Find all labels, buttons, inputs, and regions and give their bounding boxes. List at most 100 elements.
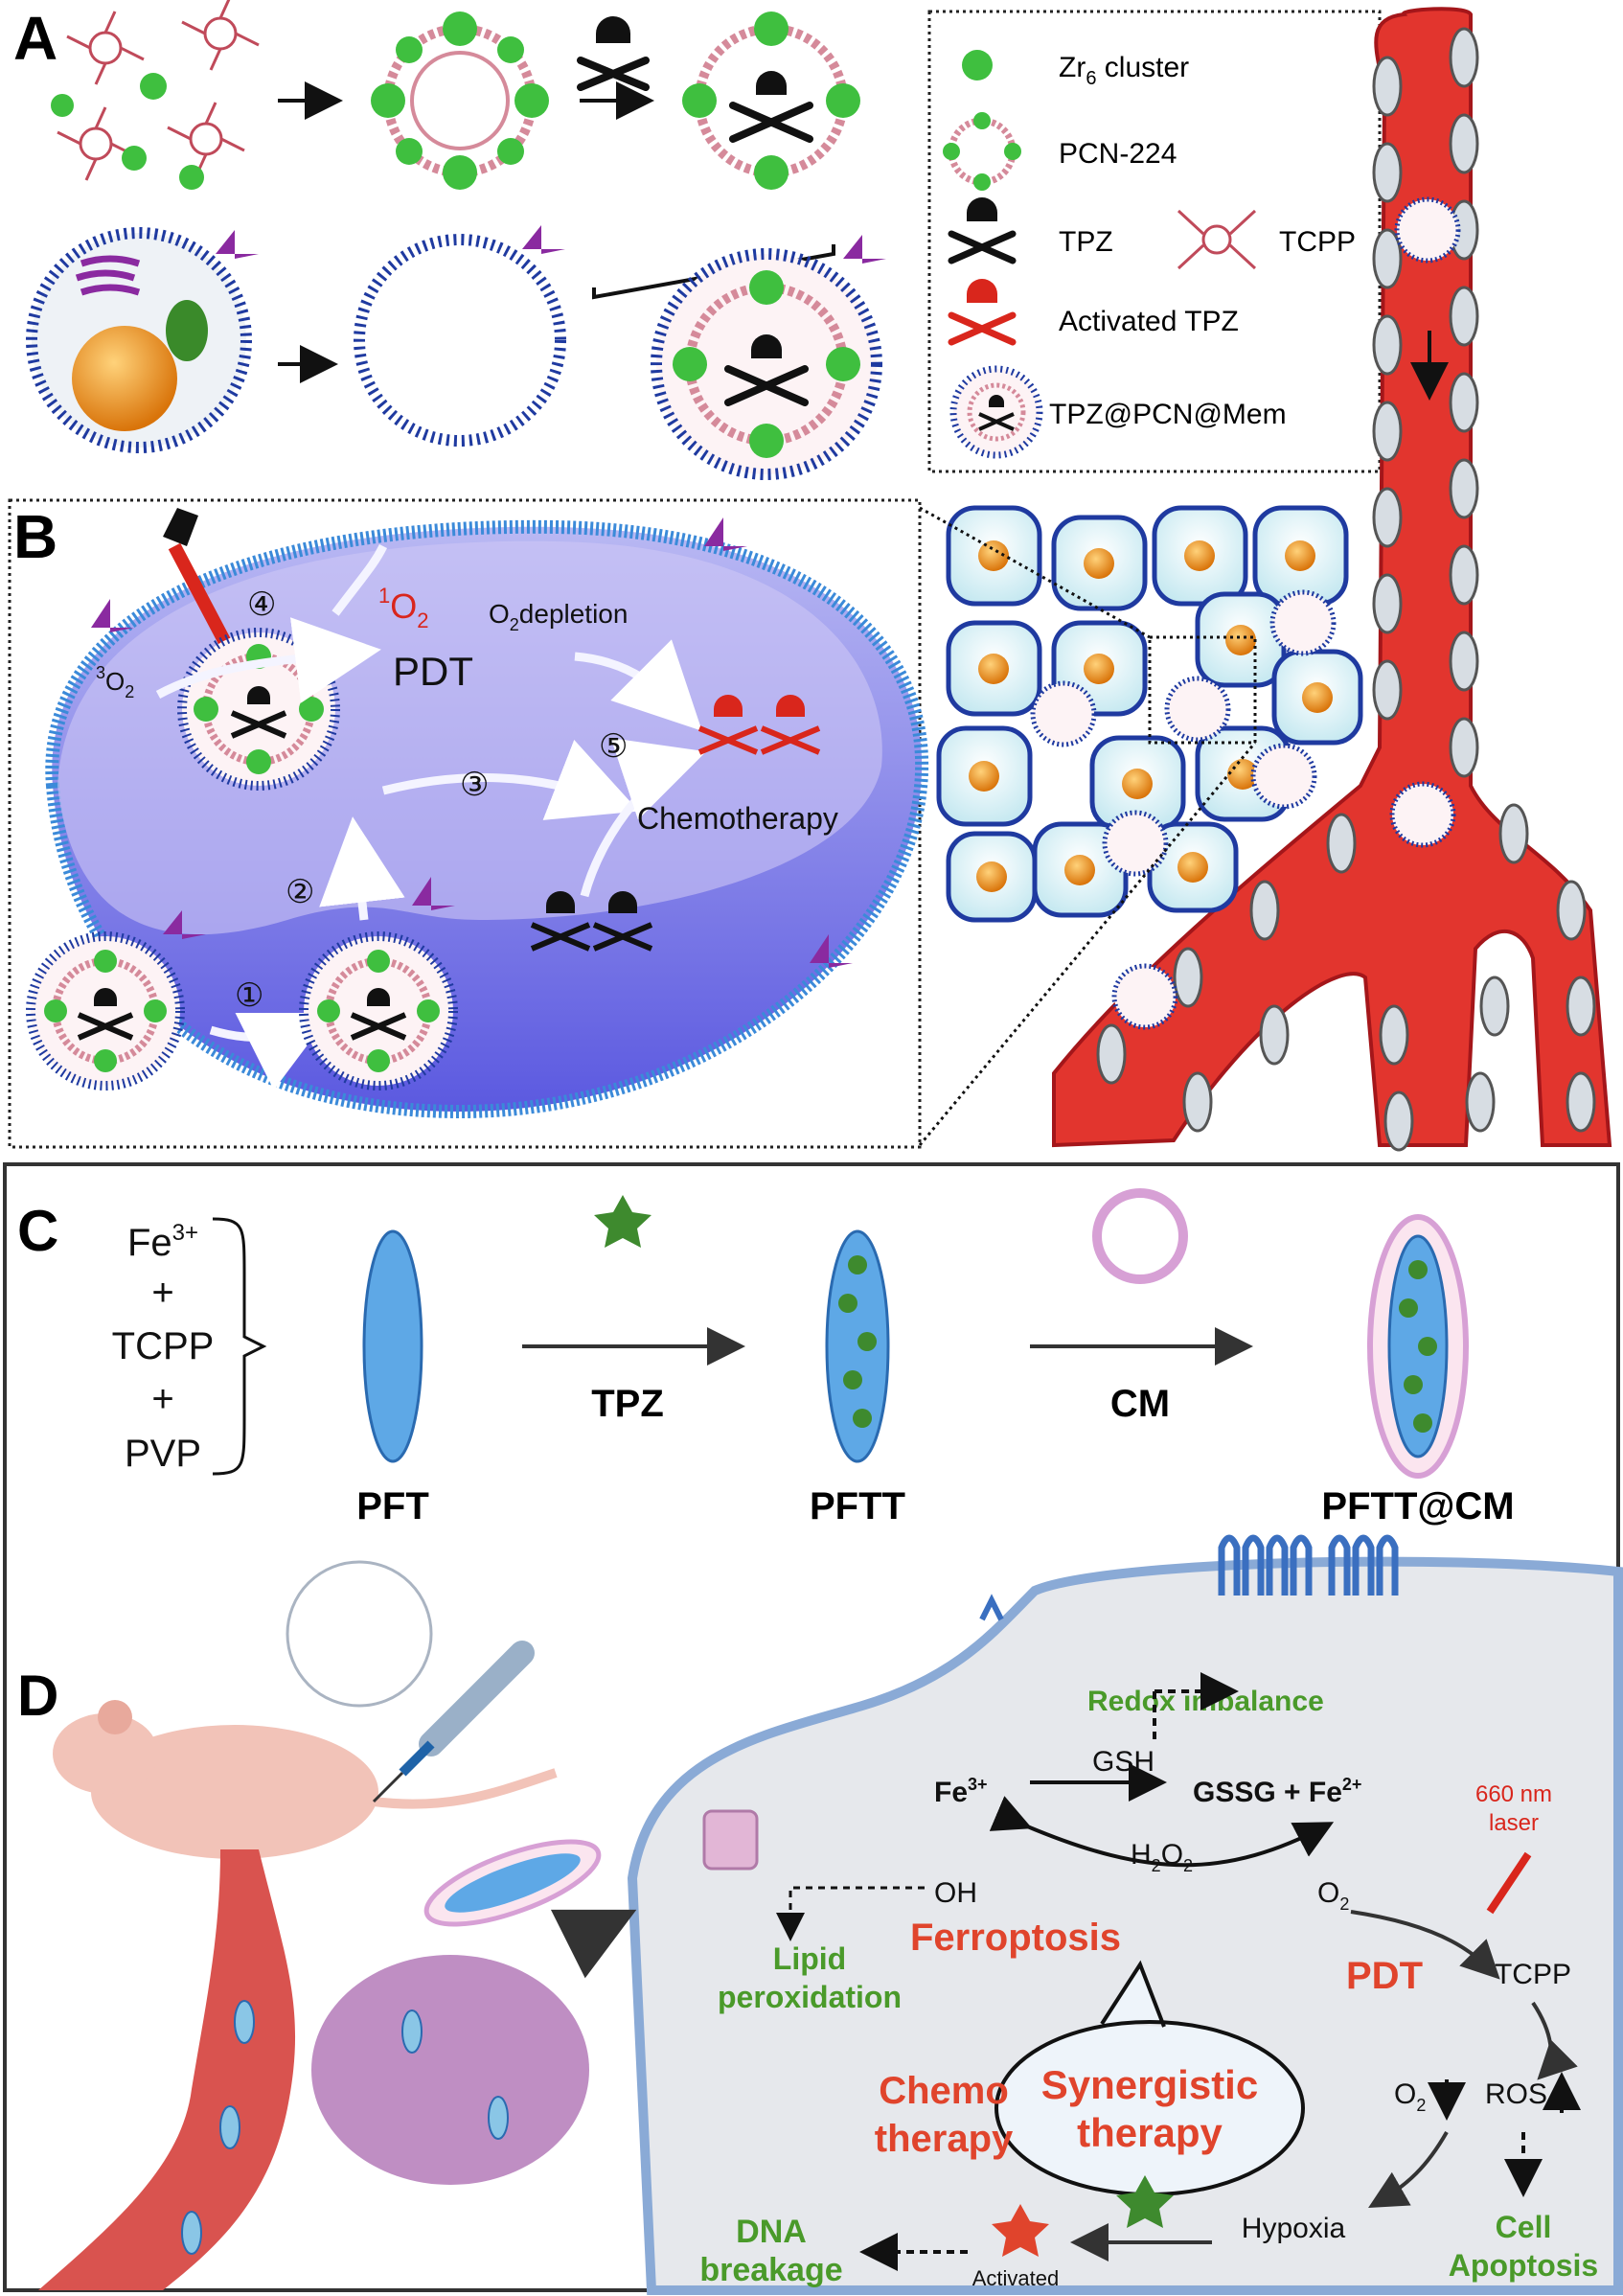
activated-tpz-icon <box>948 279 1017 346</box>
pftt-cm-label: PFTT@CM <box>1321 1485 1514 1527</box>
lipid-dashed-arrow <box>776 1886 925 1941</box>
large-nanorod <box>423 1839 602 1927</box>
legend-box: Zr6 cluster PCN-224 TPZ TCPP Activated T… <box>927 10 1382 473</box>
particle-outside <box>26 910 206 1091</box>
pftt-cm-nanorod <box>1367 1214 1469 1479</box>
panel-d-label: D <box>17 1664 58 1728</box>
o2-decrease: O2 <box>1394 2078 1426 2115</box>
triplet-oxygen: 3O2 <box>96 663 134 701</box>
o2-to-tcpp-arrow <box>1350 1910 1500 1980</box>
pftt-nanorod <box>825 1229 890 1463</box>
reagent-brace <box>212 1217 267 1476</box>
legend-tpz: TPZ <box>1059 226 1113 258</box>
fe3-ion: Fe3+ <box>934 1775 988 1808</box>
tpz-loaded-pcn <box>682 11 860 190</box>
pdt-label-d: PDT <box>1346 1955 1423 1997</box>
synergy-label-2: therapy <box>1077 2110 1223 2155</box>
chemo-label-2: therapy <box>875 2118 1014 2160</box>
syringe-icon <box>372 1641 535 1803</box>
entry-arrow <box>550 1909 637 1979</box>
panel-a-label: A <box>13 4 57 73</box>
redox-imbalance: Redox imbalance <box>1087 1686 1324 1717</box>
tpz-icon <box>948 197 1017 264</box>
fenton-arrow <box>989 1796 1335 1868</box>
laser-label-2: laser <box>1489 1810 1539 1836</box>
legend-tcpp: TCPP <box>1279 226 1356 258</box>
panel-c-label: C <box>17 1199 58 1263</box>
cell-membrane-vesicle <box>1092 1188 1188 1284</box>
panel-c: C Fe3+ + TCPP + PVP PFT TPZ PFTT CM PFTT… <box>17 1188 1515 1527</box>
synergy-label-1: Synergistic <box>1041 2062 1258 2107</box>
plus-2: + <box>151 1378 173 1420</box>
pft-nanorod <box>362 1229 423 1463</box>
chemotherapy-label: Chemotherapy <box>637 801 838 836</box>
tpz-skulls-cytoplasm <box>530 891 653 952</box>
source-cell <box>26 227 259 453</box>
legend-zr6: Zr6 cluster <box>1059 52 1189 89</box>
cm-arrow-label: CM <box>1110 1383 1170 1425</box>
dna-label-1: DNA <box>736 2214 807 2250</box>
cell-label-2: Apoptosis <box>1449 2248 1598 2283</box>
receptors <box>91 517 853 968</box>
tpz-pcn-mem-particle <box>651 235 886 480</box>
panel-a: A <box>13 0 1382 480</box>
legend-pcn: PCN-224 <box>1059 138 1177 170</box>
to-hypoxia-arrow <box>1368 2131 1449 2208</box>
pft-label: PFT <box>356 1485 429 1527</box>
laser-beam <box>168 542 237 655</box>
panel-b: B ④ ② <box>8 498 929 1149</box>
hypoxia-label: Hypoxia <box>1242 2213 1346 2244</box>
lipid-label-1: Lipid <box>773 1941 846 1976</box>
vessel-particles <box>1111 196 1461 1030</box>
nanoparticle-zoom <box>286 1560 433 1708</box>
fe3-reagent: Fe3+ <box>127 1220 198 1264</box>
pcn-224-icon <box>943 112 1021 191</box>
tumor-tissue <box>918 505 1363 1146</box>
tcpp-label-d: TCPP <box>1495 1959 1571 1990</box>
tcpp-reagent: TCPP <box>112 1325 215 1367</box>
particle-endocytosis <box>299 931 458 1091</box>
membrane-receptor <box>979 1594 1004 1621</box>
tcpp-linkers <box>57 0 260 181</box>
hydroxyl-radical: OH <box>934 1877 977 1909</box>
gsh-label: GSH <box>1092 1746 1154 1778</box>
zr6-clusters <box>51 73 204 190</box>
blood-vessel <box>1052 7 1612 1152</box>
vessel-nanorods <box>181 2000 509 2255</box>
blood-vessel-d <box>38 1849 296 2290</box>
step-5: ⑤ <box>599 728 628 765</box>
composite-icon <box>949 365 1043 459</box>
o2-depletion: O2depletion <box>489 599 628 634</box>
activated-label: Activated <box>972 2266 1060 2290</box>
lipid-label-2: peroxidation <box>718 1980 902 2014</box>
legend-composite: TPZ@PCN@Mem <box>1049 399 1287 430</box>
zr6-cluster-icon <box>962 50 993 80</box>
ferroptosis-label: Ferroptosis <box>910 1917 1121 1959</box>
synergy-bubble <box>994 1960 1306 2196</box>
activated-star-d <box>992 2204 1049 2257</box>
pvp-reagent: PVP <box>125 1433 201 1475</box>
pftt-label: PFTT <box>810 1485 905 1527</box>
ros-increase: ROS <box>1485 2078 1547 2110</box>
oxygen-product: O2 <box>1317 1877 1349 1914</box>
step-4: ④ <box>247 586 276 623</box>
plus-1: + <box>151 1272 173 1314</box>
step-1: ① <box>235 977 263 1014</box>
cell-label-1: Cell <box>1496 2210 1552 2244</box>
panel-b-label: B <box>13 502 57 571</box>
laser-beam-d <box>1486 1851 1532 1915</box>
laser-icon <box>163 508 198 546</box>
membrane-channel <box>702 1809 759 1871</box>
membrane-vesicle <box>354 225 566 447</box>
step-2: ② <box>286 874 314 910</box>
pdt-label: PDT <box>393 649 473 694</box>
panel-d: D <box>17 1534 1623 2295</box>
mouse-icon <box>53 1700 558 1859</box>
tcpp-icon <box>1177 209 1257 270</box>
chemo-label-1: Chemo <box>879 2070 1009 2112</box>
laser-label-1: 660 nm <box>1475 1781 1552 1807</box>
dna-label-2: breakage <box>699 2252 842 2288</box>
gssg-fe2: GSSG + Fe2+ <box>1193 1775 1361 1808</box>
tpz-arrow-label: TPZ <box>591 1383 664 1425</box>
